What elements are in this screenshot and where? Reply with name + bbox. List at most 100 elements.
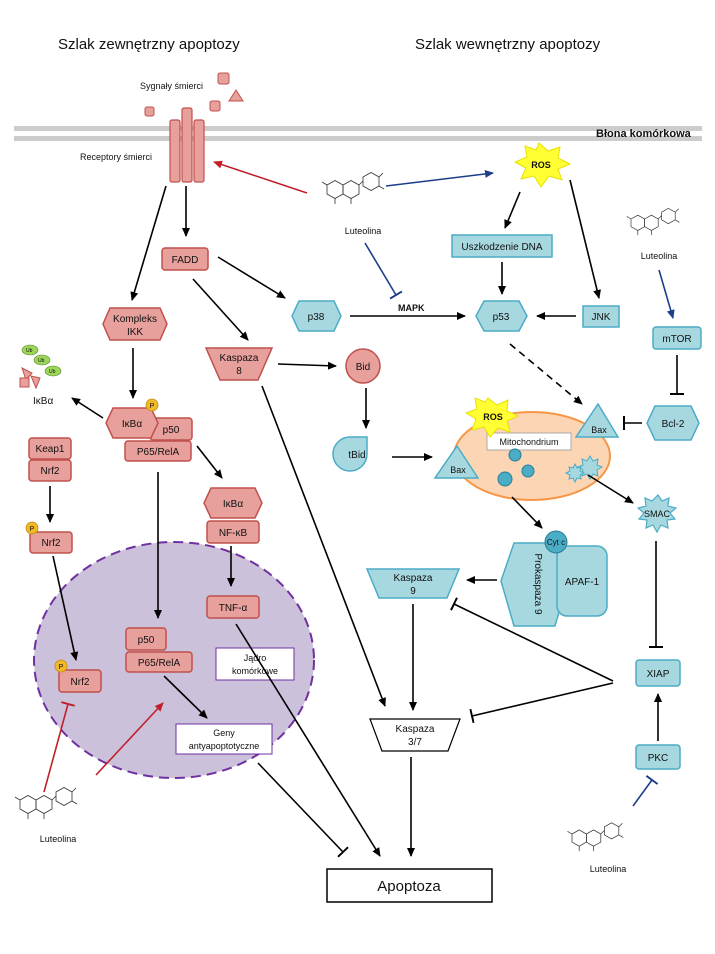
nrf2-label-bound: Nrf2 — [41, 466, 60, 477]
intrinsic-pathway-title: Szlak wewnętrzny apoptozy — [415, 36, 601, 53]
ikba-label-cyto: IκBα — [122, 419, 142, 430]
bcl2-label: Bcl-2 — [662, 419, 685, 430]
tbid-label: tBid — [348, 450, 365, 461]
ikba-degraded-label: IκBα — [33, 396, 53, 407]
apaf1-label: APAF-1 — [565, 577, 600, 588]
phospho-badge-ikba — [145, 398, 159, 412]
ros-burst-top — [513, 142, 572, 188]
death-receptors-label: Receptory śmierci — [80, 152, 152, 162]
ros-label-mito: ROS — [483, 412, 503, 422]
nfkb-box — [206, 520, 260, 544]
caspase9-label-line1: Kaspaza — [394, 573, 433, 584]
nrf2-box-nuc — [58, 669, 102, 693]
keap1-box — [28, 437, 72, 460]
nucleus-label-line1: Jądro — [244, 653, 267, 663]
p50-label-cyto: p50 — [163, 425, 180, 436]
nrf2-box-phospho — [29, 531, 73, 554]
luteolin-structure-right — [626, 208, 680, 236]
bax-label-upper: Bax — [591, 425, 607, 435]
caspase37-label-line1: Kaspaza — [396, 724, 435, 735]
jnk-box — [582, 305, 620, 328]
cytc-circle — [544, 530, 568, 554]
mitochondrion-label-box — [486, 432, 572, 451]
bid-label: Bid — [356, 362, 370, 373]
smac-label: SMAC — [644, 509, 671, 519]
dna-damage-box — [451, 234, 553, 258]
pathway-arrows — [43, 160, 684, 858]
pkc-label: PKC — [648, 753, 669, 764]
fadd-box — [161, 247, 209, 271]
tnfa-label: TNF-α — [219, 603, 248, 614]
p65-label-cyto: P65/RelA — [137, 447, 180, 458]
pkc-box — [635, 744, 681, 770]
p50-label-nuc: p50 — [138, 635, 155, 646]
p65-box-cyto — [124, 440, 192, 462]
bid-circle — [345, 348, 381, 384]
mtor-label: mTOR — [662, 334, 691, 345]
apoptosis-box — [326, 868, 493, 903]
tnfa-box — [206, 595, 260, 619]
nucleus-label-box — [215, 647, 295, 681]
genes-label-line1: Geny — [213, 728, 235, 738]
death-receptor — [169, 107, 205, 183]
jnk-label: JNK — [592, 312, 611, 323]
fadd-label: FADD — [172, 255, 199, 266]
tbid-shape — [332, 436, 368, 472]
nrf2-label-nuc: Nrf2 — [71, 677, 90, 688]
luteolin-label-bottom-left: Luteolina — [40, 834, 77, 844]
caspase9-label-line2: 9 — [410, 586, 416, 597]
p53-hexagon — [475, 300, 528, 332]
ub-label-3: Ub — [49, 369, 56, 375]
apoptosis-label: Apoptoza — [377, 878, 441, 895]
death-signal-shapes — [144, 72, 244, 117]
p65-label-nuc: P65/RelA — [138, 658, 181, 669]
caspase9-trapezoid — [365, 568, 461, 599]
phospho-label-nrf2: P — [30, 526, 35, 533]
ikk-label-line1: Kompleks — [113, 314, 157, 325]
mtor-box — [652, 326, 702, 350]
luteolin-label-bottom-right: Luteolina — [590, 864, 627, 874]
phospho-badge-nrf2 — [25, 521, 39, 535]
smac-in-mito — [564, 455, 604, 484]
caspase37-trapezoid — [369, 718, 461, 752]
luteolin-structure-bottom-right — [567, 822, 624, 852]
bcl2-hexagon — [646, 405, 700, 441]
p50-box-nuc — [125, 627, 167, 651]
ikk-complex — [102, 307, 168, 341]
nucleus-label-line2: komórkowe — [232, 666, 278, 676]
luteolin-label-top: Luteolina — [345, 226, 382, 236]
caspase37-label-line2: 3/7 — [408, 737, 422, 748]
dna-damage-label: Uszkodzenie DNA — [461, 242, 542, 253]
membrane-label: Błona komórkowa — [596, 128, 692, 140]
p38-hexagon — [291, 300, 342, 332]
bax-label-lower: Bax — [450, 465, 466, 475]
xiap-label: XIAP — [647, 669, 670, 680]
caspase8-label-line2: 8 — [236, 366, 242, 377]
phospho-label-nrf2-nuc: P — [59, 664, 64, 671]
cell-membrane — [14, 126, 702, 141]
p53-label: p53 — [493, 312, 510, 323]
ikba-label-free: IκBα — [223, 499, 243, 510]
keap1-label: Keap1 — [36, 444, 65, 455]
apaf1-box — [556, 545, 608, 617]
nrf2-box-bound — [28, 459, 72, 482]
luteolin-structure-bottom-left — [14, 787, 78, 820]
nrf2-label-phospho: Nrf2 — [42, 538, 61, 549]
phospho-badge-nrf2-nuc — [54, 659, 68, 673]
phospho-label-ikba: P — [150, 403, 155, 410]
ubiquitin-cluster — [21, 344, 62, 377]
ikba-free — [203, 487, 263, 519]
ub-label-1: Ub — [26, 348, 33, 354]
degraded-ikba-fragments — [19, 367, 41, 390]
caspase8-trapezoid — [204, 347, 274, 381]
bax-triangle-upper — [574, 402, 620, 438]
mapk-label: MAPK — [398, 303, 425, 313]
mitochondrion-label: Mitochondrium — [499, 437, 558, 447]
luteolin-structure-top — [321, 172, 385, 205]
ros-burst-mito — [464, 397, 520, 438]
p38-label: p38 — [308, 312, 325, 323]
ub-label-2: Ub — [38, 358, 45, 364]
extrinsic-pathway-title: Szlak zewnętrzny apoptozy — [58, 36, 240, 53]
ros-label-top: ROS — [531, 160, 551, 170]
